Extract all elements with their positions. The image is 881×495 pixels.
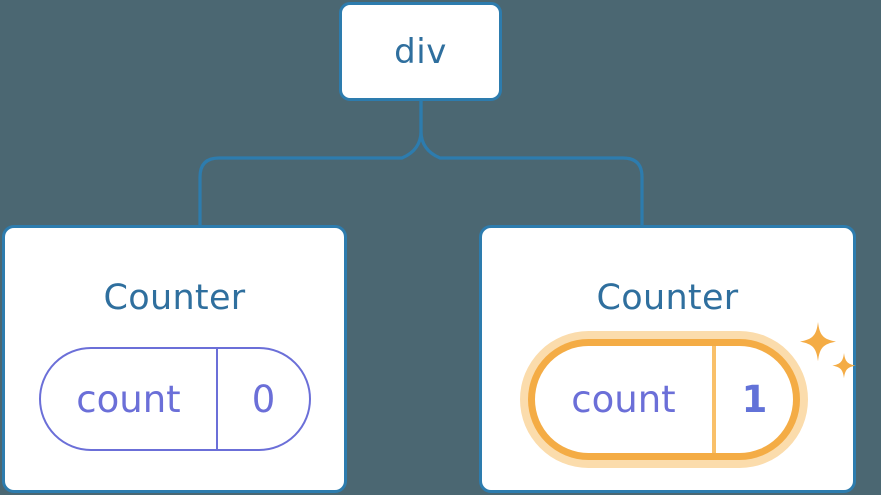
state-value-left: 0 bbox=[251, 377, 276, 421]
connector-branch-left bbox=[198, 101, 423, 226]
node-root-div[interactable]: div bbox=[339, 2, 502, 101]
connector-branch-right bbox=[419, 101, 644, 226]
state-pill-divider-right bbox=[712, 346, 716, 453]
state-pill-left[interactable]: count 0 bbox=[39, 347, 311, 451]
state-pill-divider-left bbox=[216, 349, 218, 449]
state-key-right: count bbox=[571, 378, 676, 421]
node-root-label: div bbox=[394, 31, 447, 72]
component-title-left: Counter bbox=[103, 278, 246, 318]
state-pill-face-right: count 1 bbox=[535, 346, 793, 453]
component-title-right: Counter bbox=[596, 278, 739, 318]
state-key-left: count bbox=[76, 377, 181, 421]
state-pill-right-highlighted[interactable]: count 1 bbox=[520, 331, 808, 468]
state-value-right: 1 bbox=[741, 378, 768, 421]
